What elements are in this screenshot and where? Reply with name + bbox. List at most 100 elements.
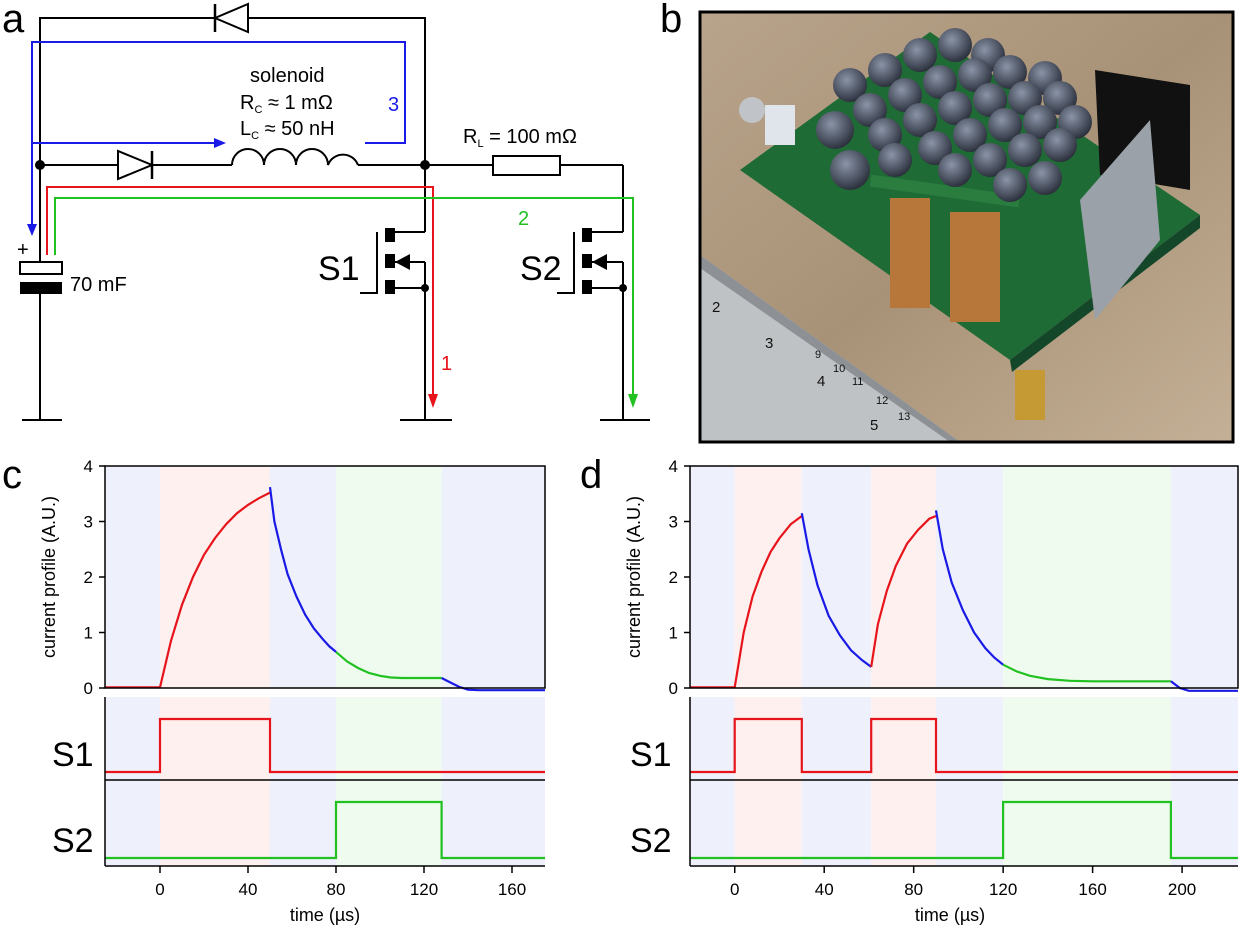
panel-letter-d: d bbox=[580, 453, 602, 497]
current-segment-3 bbox=[934, 510, 1004, 666]
y-tick-label: 4 bbox=[669, 457, 678, 476]
phase-band-switch bbox=[1170, 697, 1238, 866]
current-segment-2 bbox=[335, 651, 442, 680]
panel-letter-a: a bbox=[2, 0, 25, 41]
solenoid-resistance: RC ≈ 1 mΩ bbox=[240, 92, 333, 116]
y-tick-label: 3 bbox=[669, 513, 678, 532]
current-segment-5 bbox=[1170, 680, 1238, 692]
y-tick-label: 2 bbox=[669, 568, 678, 587]
svg-text:10: 10 bbox=[833, 363, 845, 375]
capacitor-plus-sign: + bbox=[17, 239, 29, 261]
coil-left bbox=[890, 198, 930, 308]
phase-band-switch bbox=[871, 697, 937, 866]
x-tick-label: 0 bbox=[730, 880, 739, 899]
phase-band bbox=[801, 466, 872, 688]
current-segment-2 bbox=[870, 514, 937, 668]
phase-band-switch bbox=[936, 697, 1004, 866]
switch-s1-label: S1 bbox=[318, 250, 360, 288]
switch-label-S2: S2 bbox=[630, 822, 672, 860]
phase-band bbox=[105, 466, 160, 688]
y-tick-label: 1 bbox=[84, 624, 93, 643]
current-segment-1 bbox=[800, 512, 872, 668]
phase-band bbox=[734, 466, 802, 688]
phase-band bbox=[1170, 466, 1238, 688]
switch-s2-label: S2 bbox=[520, 250, 562, 288]
diode-top bbox=[212, 2, 249, 34]
switch-trace-S2 bbox=[105, 800, 545, 860]
phase-band-switch bbox=[336, 697, 442, 866]
x-axis-label: time (µs) bbox=[915, 905, 985, 925]
capacitor-label: 70 mF bbox=[70, 274, 127, 296]
svg-text:5: 5 bbox=[870, 417, 878, 434]
circuit-wires bbox=[22, 17, 650, 421]
phase-band-switch bbox=[801, 697, 872, 866]
x-tick-label: 40 bbox=[239, 880, 258, 899]
current-path-2 bbox=[54, 197, 634, 398]
path2-arrow bbox=[628, 394, 638, 408]
current-path-1 bbox=[46, 186, 434, 398]
phase-band-switch bbox=[734, 697, 802, 866]
path3-arrow-down bbox=[27, 224, 37, 236]
path1-arrow bbox=[428, 394, 438, 408]
svg-text:3: 3 bbox=[765, 335, 773, 352]
y-tick-label: 1 bbox=[669, 624, 678, 643]
y-tick-label: 3 bbox=[84, 513, 93, 532]
path2-label: 2 bbox=[518, 208, 529, 230]
y-tick-label: 0 bbox=[84, 679, 93, 698]
switch-label-S1: S1 bbox=[630, 736, 672, 774]
mosfet-channels bbox=[35, 160, 627, 294]
path3-arrow-right bbox=[214, 138, 226, 148]
x-tick-label: 120 bbox=[989, 880, 1017, 899]
capacitor-array bbox=[816, 28, 1092, 202]
phase-band bbox=[936, 466, 1004, 688]
switch-label-S1: S1 bbox=[52, 736, 94, 774]
x-tick-label: 80 bbox=[327, 880, 346, 899]
switch-trace-S1 bbox=[105, 717, 545, 774]
svg-text:4: 4 bbox=[817, 373, 825, 390]
solenoid-inductance: LC ≈ 50 nH bbox=[240, 118, 335, 142]
switch-trace-S2 bbox=[690, 800, 1238, 860]
circuit-diagram: a bbox=[2, 0, 650, 421]
svg-text:9: 9 bbox=[815, 349, 821, 361]
phase-band bbox=[270, 466, 336, 688]
path3-label: 3 bbox=[388, 94, 399, 116]
svg-text:2: 2 bbox=[712, 299, 720, 316]
photo-frame bbox=[698, 10, 1235, 444]
y-axis-label: current profile (A.U.) bbox=[624, 496, 644, 658]
x-tick-label: 0 bbox=[155, 880, 164, 899]
solenoid-title: solenoid bbox=[250, 65, 325, 87]
phase-band-switch bbox=[160, 697, 270, 866]
current-segment-0 bbox=[690, 515, 803, 689]
phase-band-switch bbox=[105, 697, 160, 866]
current-path-3 bbox=[31, 41, 406, 230]
svg-text:13: 13 bbox=[898, 411, 910, 423]
svg-text:12: 12 bbox=[876, 395, 888, 407]
load-resistor bbox=[492, 155, 561, 176]
phase-band-switch bbox=[270, 697, 336, 866]
phase-band bbox=[871, 466, 937, 688]
ruler-digits: 2 3 4 5 9 10 11 12 13 bbox=[712, 299, 910, 434]
y-tick-label: 2 bbox=[84, 568, 93, 587]
phase-band bbox=[160, 466, 270, 688]
path1-label: 1 bbox=[441, 353, 452, 375]
x-tick-label: 200 bbox=[1168, 880, 1196, 899]
current-segment-3 bbox=[441, 677, 545, 692]
panel-letter-c: c bbox=[2, 453, 22, 497]
diode-middle bbox=[117, 149, 155, 181]
panel-letter-b: b bbox=[660, 0, 682, 41]
device-photo: b bbox=[660, 0, 1235, 444]
phase-band-switch bbox=[690, 697, 735, 866]
phase-band-switch bbox=[441, 697, 545, 866]
switch-trace-S1 bbox=[690, 717, 1238, 774]
phase-band bbox=[441, 466, 545, 688]
x-tick-label: 40 bbox=[815, 880, 834, 899]
x-tick-label: 160 bbox=[498, 880, 526, 899]
current-segment-0 bbox=[105, 491, 271, 689]
y-tick-label: 4 bbox=[84, 457, 93, 476]
coil-right bbox=[950, 212, 1000, 322]
phase-band bbox=[1003, 466, 1171, 688]
capacitor-plate-negative bbox=[20, 282, 62, 294]
capacitor-plate-positive bbox=[19, 261, 63, 275]
